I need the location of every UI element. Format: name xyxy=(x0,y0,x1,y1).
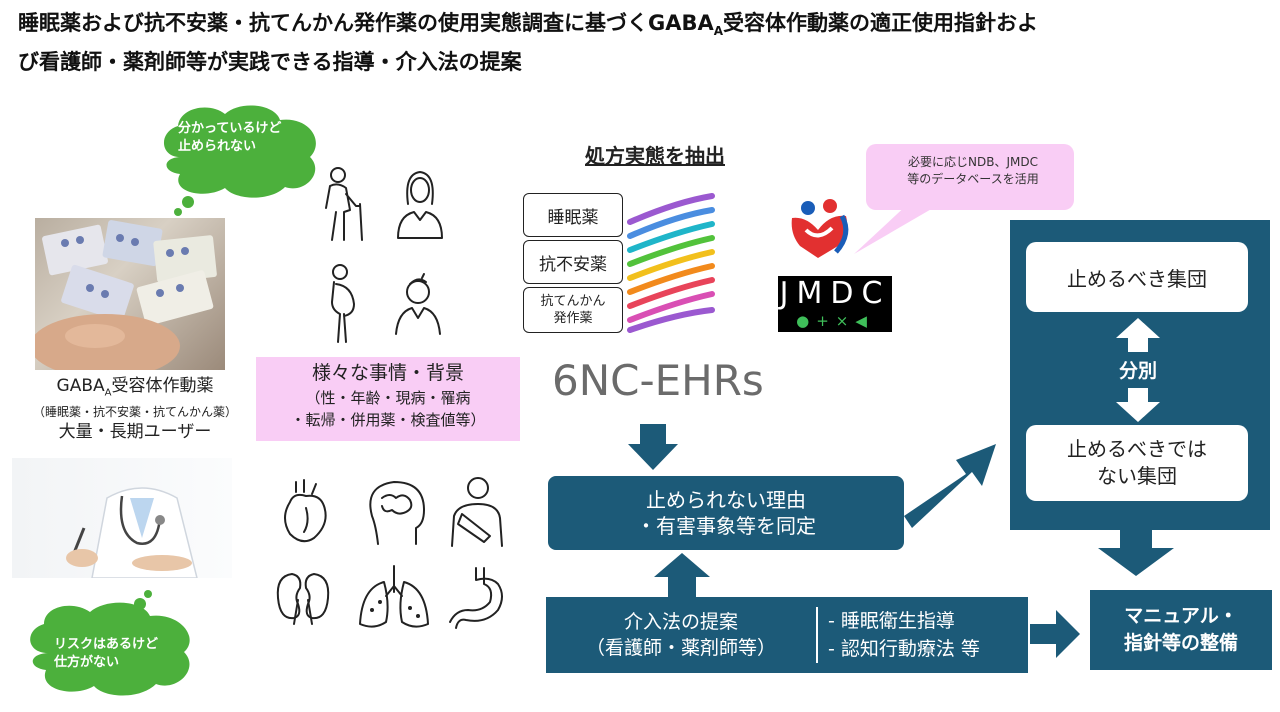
brain-icon xyxy=(369,481,425,545)
arrow-down-to-reason xyxy=(628,424,678,470)
background-line1: （性・年齢・現病・罹病 xyxy=(305,389,471,407)
intervention-items: - 睡眠衛生指導 - 認知行動療法 等 xyxy=(828,610,980,660)
title-line1-tail: 受容体作動薬の適正使用指針およ xyxy=(723,11,1039,35)
user-group-gaba: GABA xyxy=(56,376,105,396)
child-icon xyxy=(395,273,441,335)
user-group-users: 大量・長期ユーザー xyxy=(58,422,212,443)
user-group-subscript: A xyxy=(104,387,112,399)
stop-group-box: 止めるべき集団 xyxy=(1026,242,1248,312)
intervention-label: 介入法の提案 （看護師・薬剤師等） xyxy=(585,611,776,659)
user-group-drugs: （睡眠薬・抗不安薬・抗てんかん薬） xyxy=(32,405,237,420)
drug-anxiolytic-pill: 抗不安薬 xyxy=(523,240,623,284)
not-stop-group-box: 止めるべきでは ない集団 xyxy=(1026,425,1248,501)
heart-icon xyxy=(284,479,327,543)
arrow-down-to-manual xyxy=(1098,528,1174,576)
woman-icon xyxy=(397,171,443,239)
title-subscript: A xyxy=(713,24,724,39)
jmdc-logo-symbols: ●+×◀ xyxy=(796,312,874,330)
pill-sheets-photo xyxy=(35,218,225,370)
drug-sleep-pill: 睡眠薬 xyxy=(523,193,623,237)
jmdc-logo-text: JMDC xyxy=(779,276,891,311)
kidney-icon xyxy=(276,573,330,625)
jmdc-logo: JMDC ●+×◀ xyxy=(778,276,892,332)
user-group-label: GABAA受容体作動薬 （睡眠薬・抗不安薬・抗てんかん薬） 大量・長期ユーザー xyxy=(10,376,260,443)
injured-arm-icon xyxy=(451,477,503,547)
doctor-photo xyxy=(12,458,232,578)
background-line2: ・転帰・併用薬・検査値等） xyxy=(290,411,486,429)
background-factors-box: 様々な事情・背景 （性・年齢・現病・罹病 ・転帰・併用薬・検査値等） xyxy=(256,357,520,441)
database-speech-bubble xyxy=(854,144,1074,254)
database-bubble-text: 必要に応じNDB、JMDC 等のデータベースを活用 xyxy=(907,155,1039,186)
reason-box: 止められない理由 ・有害事象等を同定 xyxy=(548,476,904,550)
thought-bottom-text: リスクはあるけど 仕方がない xyxy=(54,637,159,670)
thought-bubble-top xyxy=(163,105,316,216)
user-group-agonist: 受容体作動薬 xyxy=(111,376,214,396)
elderly-person-icon xyxy=(325,167,363,241)
arrow-up-icon xyxy=(1116,318,1160,352)
page-title: 睡眠薬および抗不安薬・抗てんかん発作薬の使用実態調査に基づくGABAA受容体作動… xyxy=(18,8,1268,78)
title-line1: 睡眠薬および抗不安薬・抗てんかん発作薬の使用実態調査に基づくGABA xyxy=(18,11,714,35)
drug-ribbon-icon xyxy=(627,193,715,333)
split-label: 分別 xyxy=(1118,360,1157,382)
arrow-right-to-manual xyxy=(1030,610,1080,658)
pregnant-woman-icon xyxy=(331,264,355,343)
manual-box: マニュアル・ 指針等の整備 xyxy=(1090,590,1272,670)
stomach-icon xyxy=(449,567,503,629)
mhlw-logo-icon xyxy=(791,199,849,258)
intervention-box: 介入法の提案 （看護師・薬剤師等） - 睡眠衛生指導 - 認知行動療法 等 xyxy=(546,597,1028,673)
arrow-down-icon xyxy=(1116,388,1160,422)
arrow-diagonal-to-groups xyxy=(904,444,996,528)
title-line2: び看護師・薬剤師等が実践できる指導・介入法の提案 xyxy=(18,50,522,75)
thought-bubble-bottom xyxy=(30,590,190,696)
drug-antiepileptic-pill: 抗てんかん 発作薬 xyxy=(523,287,623,333)
lungs-icon xyxy=(359,565,429,628)
intervention-divider xyxy=(816,607,818,663)
arrow-up-from-intervention xyxy=(654,553,710,599)
thought-top-text: 分かっているけど 止められない xyxy=(178,121,282,154)
extract-heading: 処方実態を抽出 xyxy=(585,144,725,168)
ehr-label: 6NC-EHRs xyxy=(552,356,764,405)
background-heading: 様々な事情・背景 xyxy=(311,362,464,384)
